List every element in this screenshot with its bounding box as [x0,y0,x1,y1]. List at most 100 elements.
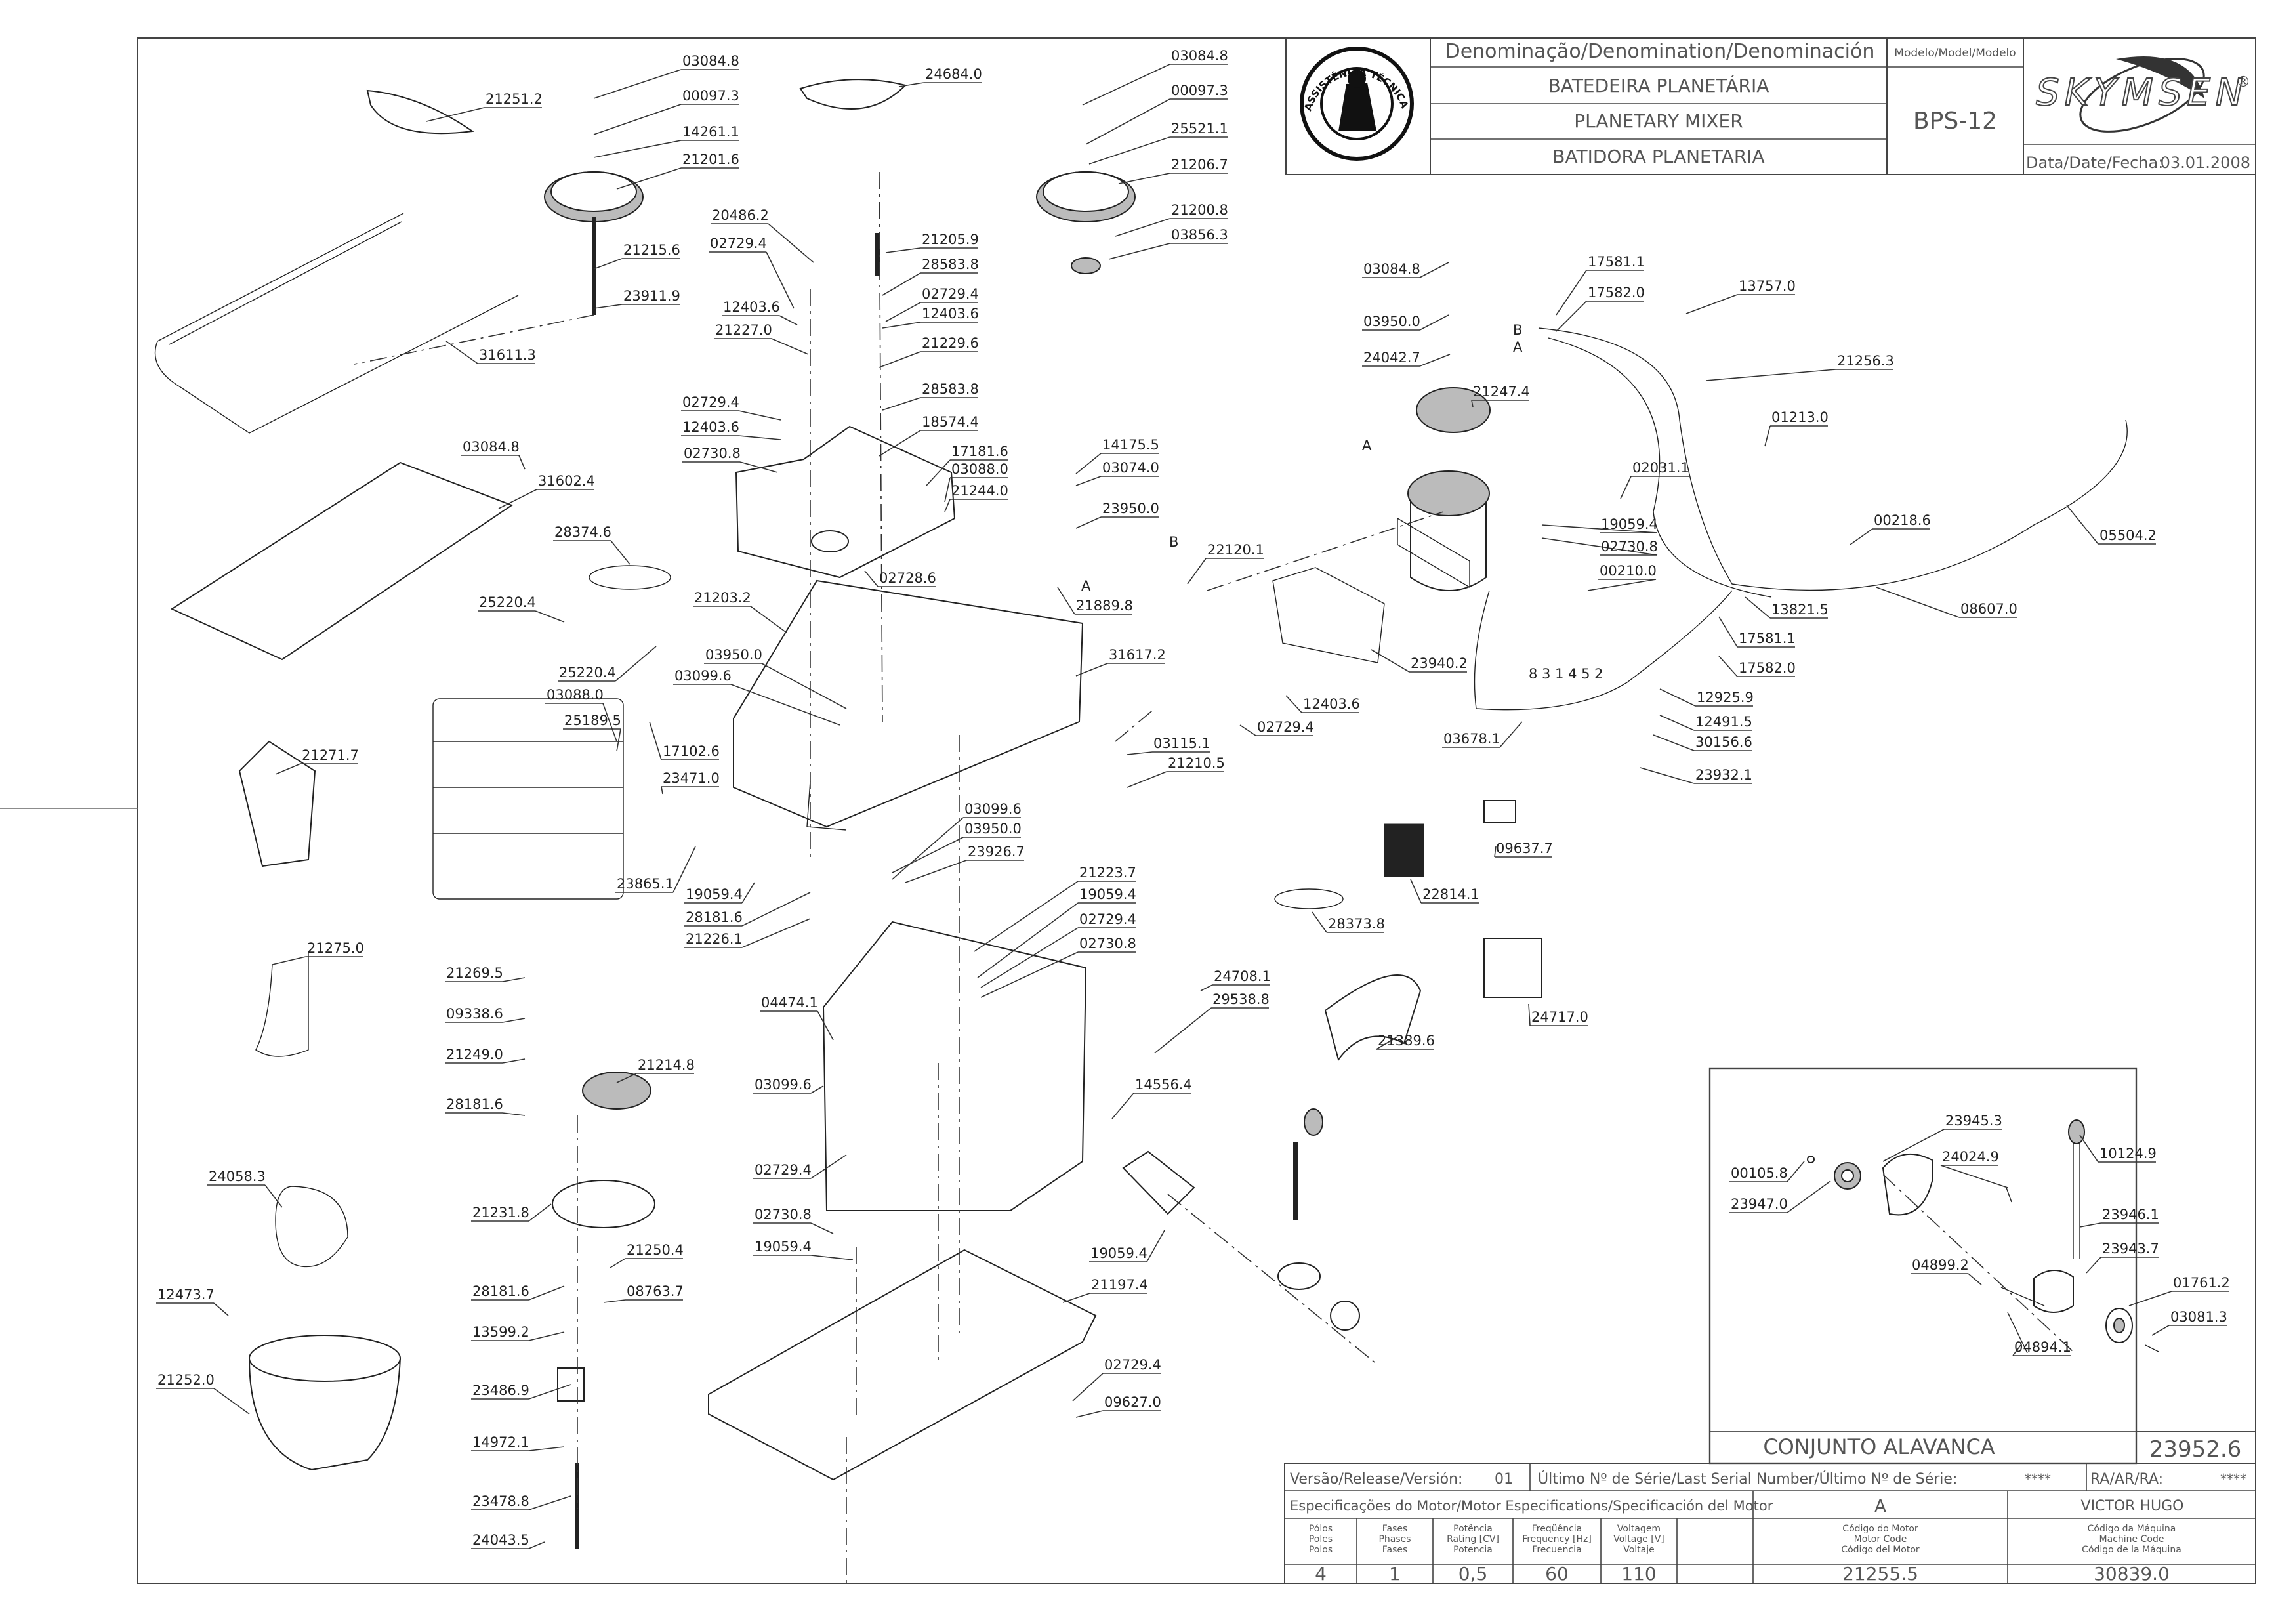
part-number: 12473.7 [157,1287,215,1302]
author-name: VICTOR HUGO [2081,1498,2184,1514]
motor-spec-label: Especificações do Motor/Motor Especifica… [1290,1498,1773,1514]
part-number: 03099.6 [755,1077,812,1093]
part-callout: 21244.0 [944,483,1008,512]
part-callout: 17582.0 [1556,285,1645,332]
part-callout: 17102.6 [649,721,720,760]
callout-leader [1118,173,1170,184]
part-callout: 03088.0 [944,461,1008,503]
motor-spec-value: 110 [1621,1563,1656,1585]
callout-leader [1419,262,1449,278]
callout-leader [1075,1410,1104,1418]
part-callout: 17581.1 [1556,254,1645,316]
part-callout: 00105.8 [1729,1161,1805,1182]
part-number: 03678.1 [1443,731,1500,747]
part-callout: 24043.5 [471,1532,545,1549]
motor-spec-value: 30839.0 [2094,1563,2170,1585]
part-number: 12403.6 [1303,696,1360,712]
part-number: 09627.0 [1104,1394,1161,1410]
part-callout: 01213.0 [1764,409,1829,447]
part-number: 13821.5 [1771,602,1829,617]
part-number: 21206.7 [1171,157,1228,173]
part-number: 21247.4 [1473,384,1530,400]
part-callout: 21223.7 [974,865,1136,952]
part-callout: 03088.0 [545,687,617,742]
part-callout: 03856.3 [1108,227,1228,260]
part-callout: 20486.2 [711,207,814,263]
callout-leader [1685,294,1738,314]
part-callout: 10124.9 [2079,1135,2157,1163]
part-number: 08607.0 [1960,601,2017,617]
part-number: 00097.3 [682,88,739,104]
sheet-border [137,37,2256,1584]
part-number: 21231.8 [472,1205,529,1220]
version-value: 01 [1495,1471,1513,1488]
part-number: 19059.4 [755,1239,812,1255]
callout-leader [264,1184,283,1208]
callout-leader [593,304,623,309]
inset-code: 23952.6 [2149,1436,2242,1463]
part-callout: 02729.4 [885,286,979,322]
brand-logo: SKYMSEN ® [2035,56,2250,133]
part-number: 24043.5 [472,1532,529,1548]
callout-leader [766,251,795,309]
callout-leader [810,1255,854,1260]
date-label: Data/Date/Fecha: [2026,154,2163,172]
part-number: 03950.0 [964,821,1022,837]
part-number: 14972.1 [472,1434,529,1450]
motor-letter: A [1874,1497,1886,1516]
callout-leader [602,703,617,742]
callout-leader [944,477,951,503]
callout-leader [738,435,781,440]
callout-leader [1075,663,1108,677]
callout-leader [1371,649,1410,673]
motor-letter-a: A [1362,438,1372,453]
callout-leader [661,786,663,795]
part-number: 14556.4 [1135,1077,1192,1093]
part-callout: 23943.7 [2086,1241,2159,1274]
callout-leader [2151,1325,2170,1336]
part-callout: 19059.4 [753,1239,854,1260]
callout-leader [1075,516,1102,529]
warning-label [1384,823,1424,877]
part-callout: 21251.2 [426,91,543,122]
inset-title: CONJUNTO ALAVANCA [1763,1434,1995,1459]
part-callout: 13757.0 [1685,278,1796,314]
part-number: 23943.7 [2102,1241,2159,1257]
part-callout: 28181.6 [684,892,811,927]
part-callout: 08763.7 [603,1283,684,1303]
motor-spec-header: Machine Code [2099,1534,2164,1545]
callout-leader [1057,587,1075,615]
callout-leader [610,1258,626,1268]
part-callout: 28583.8 [882,381,979,411]
part-number: 23911.9 [623,288,680,304]
part-callout: 21200.8 [1115,202,1228,237]
part-callout: 23940.2 [1371,649,1468,673]
callout-leader [213,1302,229,1316]
callout-leader [1968,1273,1982,1285]
lever-assembly-inset: CONJUNTO ALAVANCA 23952.6 [1708,1067,2256,1465]
callout-leader [445,341,478,364]
part-number: 21256.3 [1837,353,1894,369]
part-number: 04474.1 [761,995,818,1010]
callout-leader [502,1018,526,1023]
part-number: 25521.1 [1171,121,1228,136]
part-callout: 21231.8 [471,1203,552,1222]
part-number: 17102.6 [663,743,720,759]
part-number: 03856.3 [1171,227,1228,243]
callout-leader [518,455,526,470]
part-number: 10124.9 [2099,1146,2157,1161]
part-number: 24058.3 [209,1169,266,1184]
callout-leader [603,1299,626,1303]
part-callout: 21269.5 [445,965,526,982]
part-number: 12491.5 [1695,714,1752,730]
part-callout: 03950.0 [704,647,847,709]
callout-leader [1419,314,1449,331]
part-number: 03084.8 [1171,48,1228,64]
part-callout: 03950.0 [892,821,1022,873]
part-callout: 28374.6 [553,524,631,565]
part-number: 23865.1 [617,876,674,892]
part-number: 03088.0 [547,687,604,703]
part-callout: 29538.8 [1154,991,1270,1054]
callout-leader [1111,1093,1134,1119]
part-number: 03099.6 [964,801,1022,817]
